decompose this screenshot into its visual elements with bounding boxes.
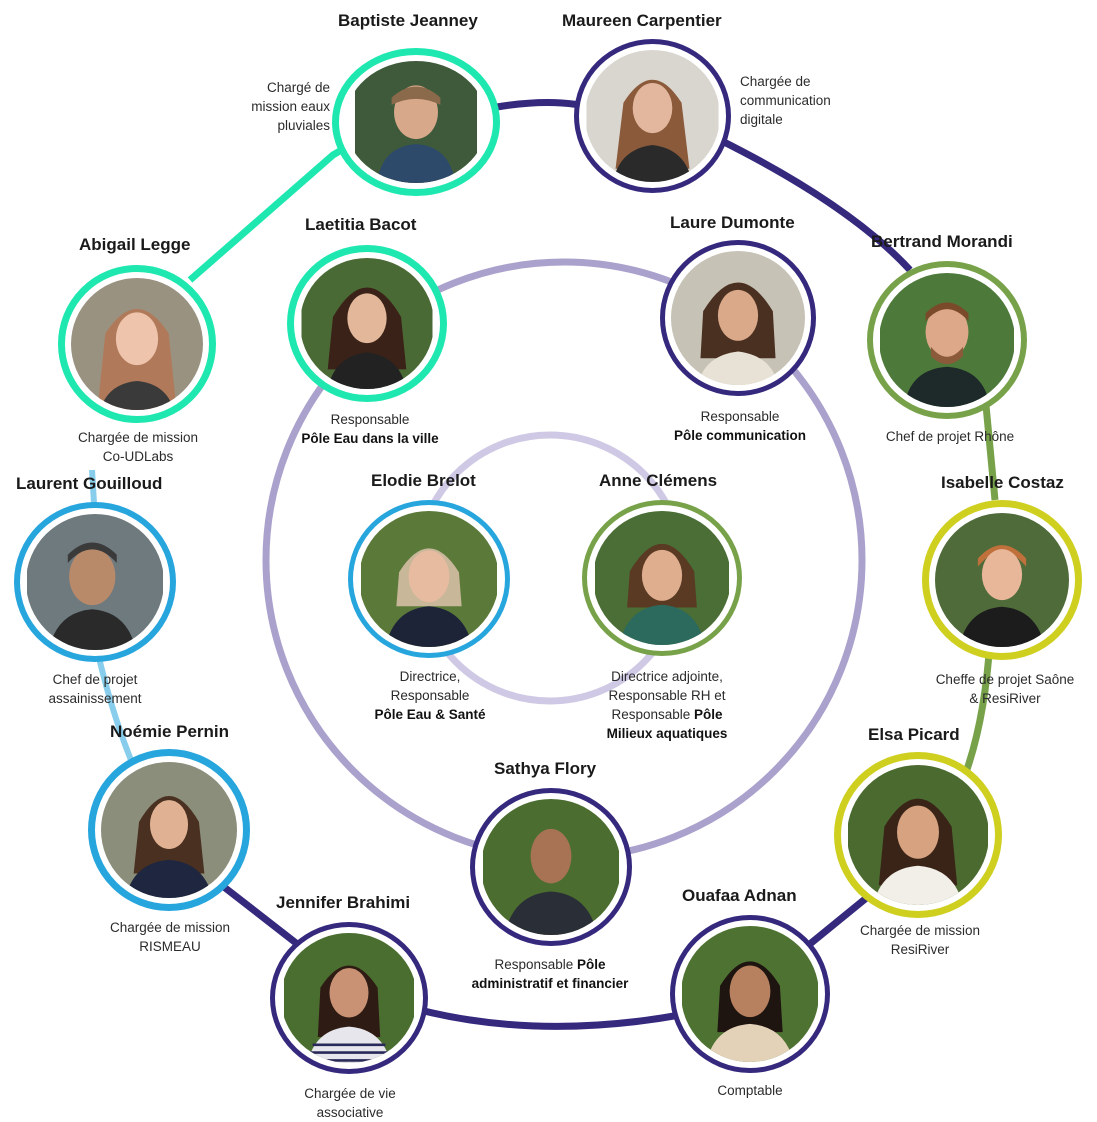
member-name: Laetitia Bacot bbox=[305, 215, 417, 234]
portrait-photo bbox=[71, 278, 203, 410]
portrait-photo bbox=[281, 933, 417, 1063]
portrait-photo bbox=[935, 513, 1069, 647]
outer-ring-segment-navy-left bbox=[212, 877, 308, 953]
portrait-photo bbox=[26, 514, 164, 650]
member-name: Elsa Picard bbox=[868, 725, 960, 744]
avatar bbox=[582, 500, 742, 656]
avatar bbox=[88, 749, 250, 911]
portrait-photo bbox=[879, 273, 1015, 407]
member-role: Chef de projet assainissement bbox=[48, 672, 142, 706]
avatar bbox=[670, 915, 830, 1073]
outer-ring-segment-navy-bottom bbox=[419, 1006, 681, 1030]
avatar bbox=[14, 502, 176, 662]
portrait-photo bbox=[345, 61, 487, 183]
member-role: Chargée de vie associative bbox=[304, 1086, 396, 1120]
member-name: Laurent Gouilloud bbox=[16, 474, 163, 493]
portrait-photo bbox=[481, 799, 621, 935]
member-role: Responsable Pôle communication bbox=[673, 409, 807, 443]
member-name: Jennifer Brahimi bbox=[276, 893, 411, 912]
avatar bbox=[834, 752, 1002, 918]
member-name: Anne Clémens bbox=[599, 471, 718, 490]
avatar bbox=[270, 922, 428, 1074]
member-role: Responsable Pôle Eau dans la ville bbox=[301, 412, 439, 446]
member-role: Directrice, Responsable Pôle Eau & Santé bbox=[374, 669, 486, 722]
member-name: Bertrand Morandi bbox=[871, 232, 1013, 251]
member-name: Maureen Carpentier bbox=[562, 11, 722, 30]
avatar bbox=[348, 500, 510, 658]
member-name: Laure Dumonte bbox=[670, 213, 795, 232]
member-name: Isabelle Costaz bbox=[941, 473, 1064, 492]
avatar bbox=[922, 500, 1082, 660]
portrait-photo bbox=[847, 765, 989, 905]
outer-ring-segment-olive-1 bbox=[981, 394, 999, 501]
member-role: Chargée de communication digitale bbox=[740, 74, 831, 127]
avatar bbox=[287, 245, 447, 402]
member-name: Noémie Pernin bbox=[110, 722, 230, 741]
member-role: Chef de projet Rhône bbox=[885, 429, 1015, 444]
portrait-photo bbox=[681, 926, 819, 1062]
portrait-photo bbox=[585, 50, 720, 182]
member-role: Chargée de mission Co-UDLabs bbox=[77, 430, 199, 464]
portrait-photo bbox=[359, 511, 499, 647]
portrait-photo bbox=[593, 511, 731, 645]
member-role: Cheffe de projet Saône & ResiRiver bbox=[935, 672, 1075, 706]
member-role: Responsable Pôle administratif et financ… bbox=[471, 957, 629, 991]
outer-ring-segment-navy-right bbox=[718, 136, 913, 273]
member-role: Chargé de mission eaux pluviales bbox=[251, 80, 330, 133]
avatar bbox=[574, 39, 731, 193]
member-name: Baptiste Jeanney bbox=[338, 11, 478, 30]
member-name: Sathya Flory bbox=[494, 759, 597, 778]
member-role: Chargée de mission ResiRiver bbox=[859, 923, 981, 957]
avatar bbox=[58, 265, 216, 423]
portrait-photo bbox=[300, 258, 434, 389]
avatar bbox=[332, 48, 500, 196]
avatar bbox=[660, 240, 816, 396]
member-role: Comptable bbox=[717, 1083, 783, 1098]
member-role: Directrice adjointe, Responsable RH et R… bbox=[606, 669, 728, 741]
member-role: Chargée de mission RISMEAU bbox=[109, 920, 231, 954]
portrait-photo bbox=[101, 762, 237, 898]
member-name: Ouafaa Adnan bbox=[682, 886, 797, 905]
portrait-photo bbox=[671, 251, 805, 385]
outer-ring-segment-navy-right-low bbox=[802, 892, 873, 951]
member-name: Elodie Brelot bbox=[371, 471, 476, 490]
avatar bbox=[867, 261, 1027, 419]
avatar bbox=[470, 788, 632, 946]
member-name: Abigail Legge bbox=[79, 235, 191, 254]
